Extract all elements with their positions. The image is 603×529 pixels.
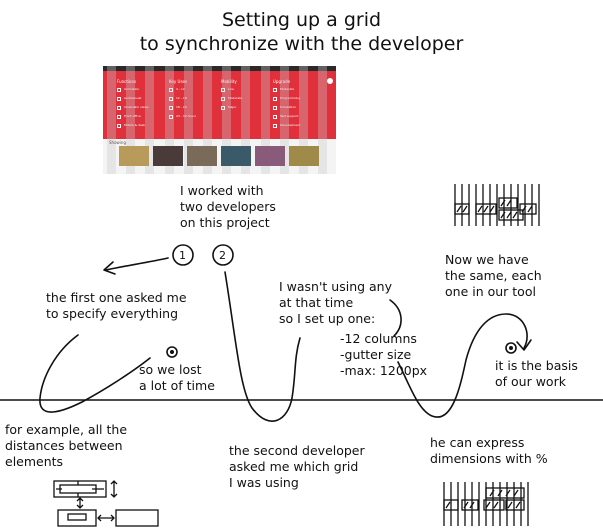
bullet-icon (170, 350, 174, 354)
note-wasnt-using: I wasn't using any at that time so I set… (279, 279, 392, 327)
grid-sketch-top (455, 184, 539, 226)
layout-sketch (54, 481, 158, 526)
arrow-to-first (106, 258, 168, 270)
note-worked-with: I worked with two developers on this pro… (180, 183, 276, 231)
number-label-1: 1 (179, 248, 186, 264)
note-example: for example, all the distances between e… (5, 422, 127, 470)
note-lost-time: so we lost a lot of time (139, 362, 215, 394)
note-second-asked: the second developer asked me which grid… (229, 443, 365, 491)
bullet-icon (509, 346, 513, 350)
note-basis: it is the basis of our work (495, 358, 578, 390)
note-now-same: Now we have the same, each one in our to… (445, 252, 542, 300)
grid-sketch-bottom (444, 482, 528, 526)
note-first-asked: the first one asked me to specify everyt… (46, 290, 187, 322)
number-label-2: 2 (219, 248, 226, 264)
note-grid-specs: -12 columns -gutter size -max: 1200px (340, 331, 427, 379)
note-percent: he can express dimensions with % (430, 435, 548, 467)
